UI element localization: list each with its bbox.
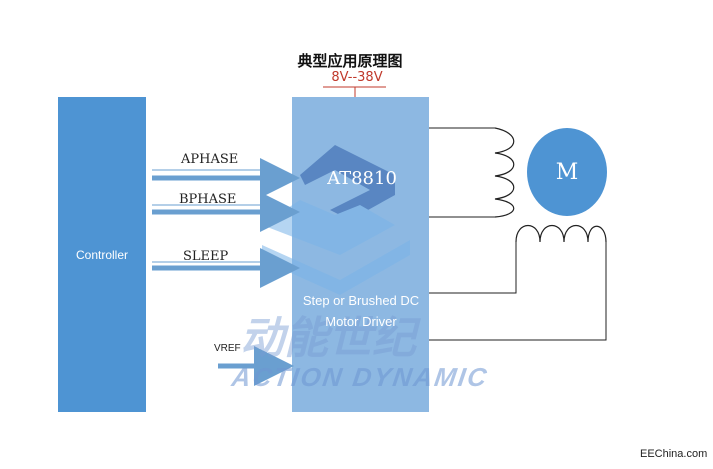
motor-label: M [555, 159, 579, 185]
watermark-en-text: ACTION DYNAMIC [229, 362, 491, 392]
coil-b [515, 225, 607, 243]
coil-b-right-wire [429, 242, 607, 341]
controller-block: Controller [58, 97, 146, 412]
bphase-label: BPHASE [179, 192, 237, 207]
sleep-label: SLEEP [183, 249, 229, 264]
aphase-label: APHASE [181, 152, 239, 167]
controller-label: Controller [75, 247, 129, 262]
diagram-title: 典型应用原理图 [297, 52, 403, 70]
watermark-cn-text: 动能世纪 [240, 313, 416, 364]
driver-description: Step or Brushed DC Motor Driver [302, 293, 420, 329]
footer-site-label: EEChina.com [640, 448, 708, 460]
chip-name: AT8810 [327, 168, 397, 189]
vref-label: VREF [214, 343, 241, 354]
coil-a [494, 127, 515, 218]
supply-voltage-label: 8V--38V [331, 70, 383, 85]
motor-circle: M [527, 128, 607, 216]
coil-b-left-wire [429, 242, 517, 294]
